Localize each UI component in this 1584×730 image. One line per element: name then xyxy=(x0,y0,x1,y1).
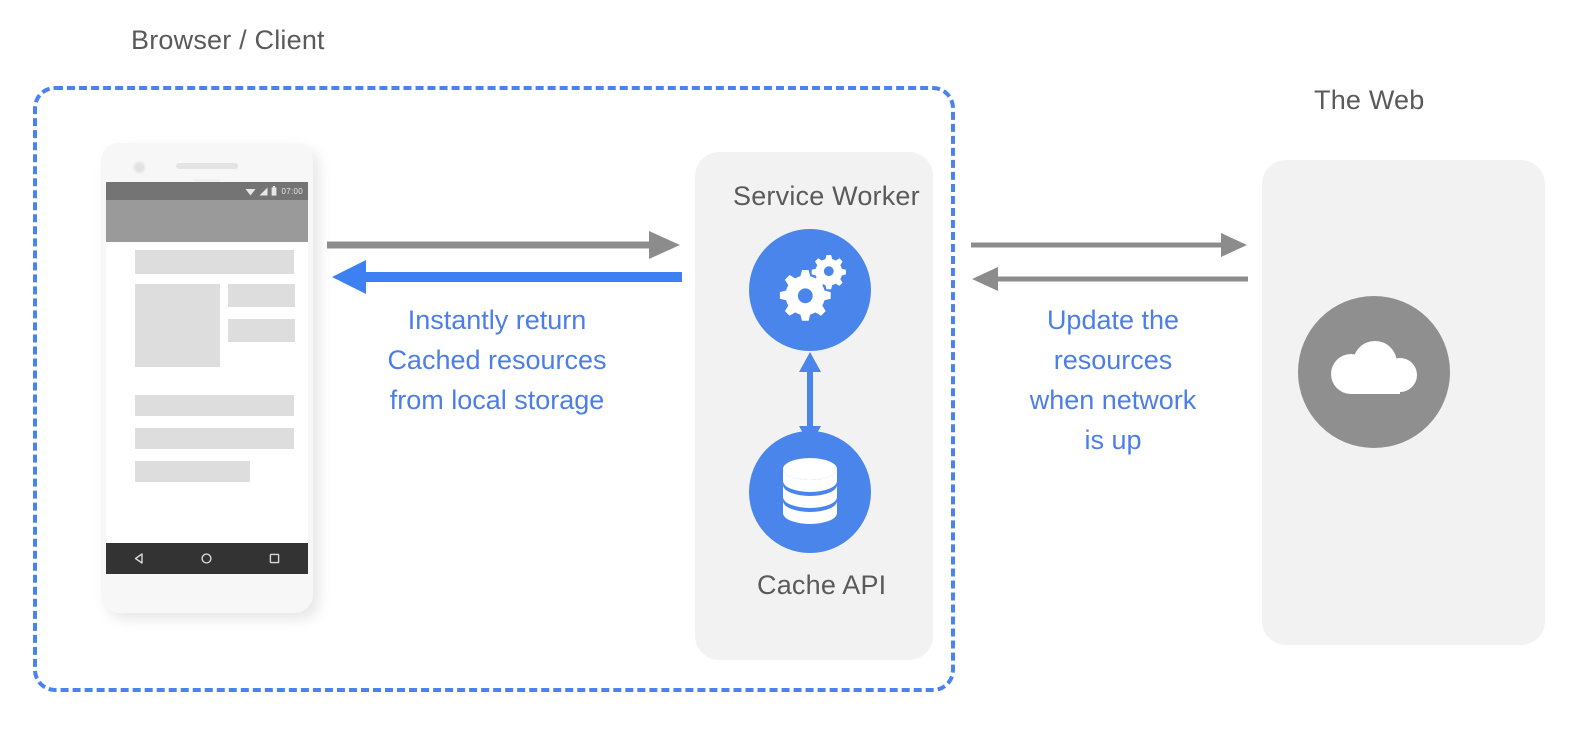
content-block xyxy=(135,461,250,482)
status-time: 07:00 xyxy=(281,186,303,196)
battery-icon xyxy=(272,186,277,196)
cache-api-label: Cache API xyxy=(757,570,887,600)
service-worker-label: Service Worker xyxy=(733,181,920,211)
left-annotation-line2: Cached resources xyxy=(387,345,607,375)
phone-screen: 07:00 xyxy=(106,182,308,574)
content-block xyxy=(228,319,295,342)
sw-to-web-request-arrow xyxy=(971,233,1247,257)
app-bar xyxy=(106,200,308,242)
wifi-icon xyxy=(245,188,256,195)
browser-client-boundary xyxy=(33,86,955,692)
content-block xyxy=(135,284,220,367)
sw-to-phone-response-arrow xyxy=(332,260,682,294)
content-block xyxy=(228,284,295,307)
home-icon[interactable] xyxy=(200,552,213,565)
right-annotation-line3: when network xyxy=(1029,385,1197,415)
gears-icon xyxy=(779,255,846,321)
back-icon[interactable] xyxy=(133,552,146,565)
web-to-sw-response-arrow xyxy=(972,267,1248,291)
browser-client-title: Browser / Client xyxy=(131,25,325,55)
speaker-grill xyxy=(176,163,238,169)
navigation-bar xyxy=(106,543,308,574)
signal-icon xyxy=(259,187,268,195)
web-icon xyxy=(1298,296,1450,448)
right-annotation-line1: Update the xyxy=(1046,305,1180,335)
the-web-title: The Web xyxy=(1314,85,1425,115)
content-block xyxy=(135,395,294,416)
phone-mockup: 07:00 xyxy=(101,143,313,613)
camera-icon xyxy=(133,161,146,174)
service-worker-icon xyxy=(749,229,871,351)
content-block xyxy=(135,250,294,274)
database-icon xyxy=(783,458,837,524)
cache-api-icon xyxy=(749,431,871,553)
status-bar: 07:00 xyxy=(106,182,308,200)
cloud-icon xyxy=(1331,341,1417,394)
right-annotation-line4: is up xyxy=(1084,425,1142,455)
phone-to-sw-request-arrow xyxy=(327,231,680,259)
content-block xyxy=(135,428,294,449)
right-annotation-line2: resources xyxy=(1053,345,1173,375)
recents-icon[interactable] xyxy=(268,552,281,565)
left-annotation: Instantly return Cached resources from l… xyxy=(387,300,606,420)
right-annotation: Update the resources when network is up xyxy=(1030,300,1197,460)
left-annotation-line3: from local storage xyxy=(389,385,605,415)
left-annotation-line1: Instantly return xyxy=(407,305,587,335)
